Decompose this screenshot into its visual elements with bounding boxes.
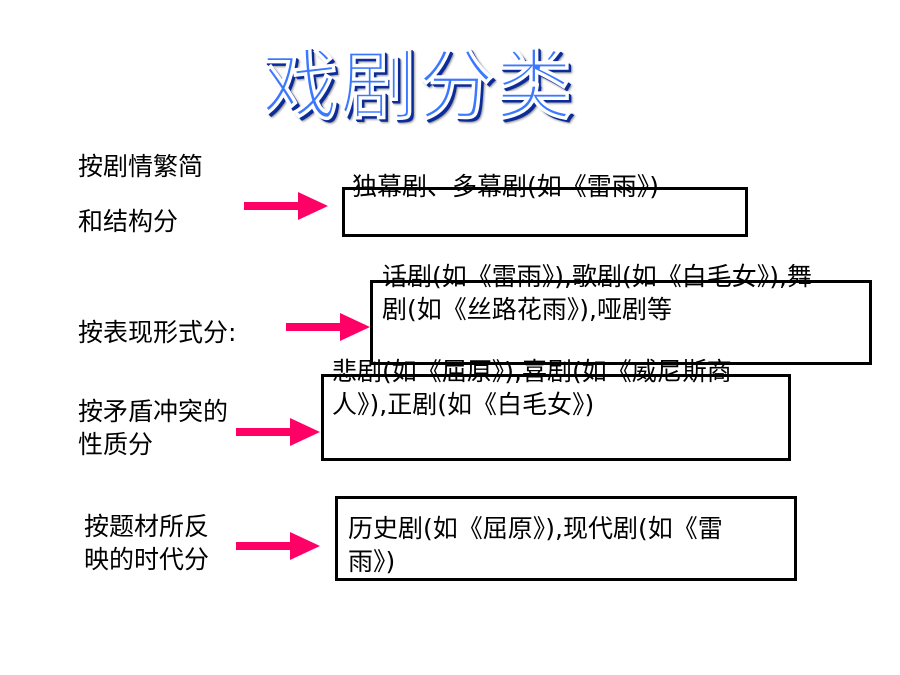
arrow-right-icon <box>236 418 320 446</box>
label-line: 按剧情繁简 <box>78 152 204 181</box>
label-line: 按表现形式分: <box>78 318 237 347</box>
content-text-era: 历史剧(如《屈原》),现代剧(如《雷雨》) <box>348 514 723 576</box>
content-box-structure <box>342 187 748 237</box>
arrow-right-icon <box>244 192 328 220</box>
arrow-right-icon <box>236 532 320 560</box>
content-text-structure: 独幕剧、多幕剧(如《雷雨》) <box>352 172 660 201</box>
label-line: 和结构分 <box>78 207 179 236</box>
content-box-era <box>335 496 797 581</box>
label-line: 映的时代分 <box>84 545 210 574</box>
content-box-form <box>370 280 872 365</box>
content-text-form: 话剧(如《雷雨》),歌剧(如《白毛女》),舞剧(如《丝路花雨》),哑剧等 <box>382 262 812 324</box>
content-box-conflict <box>321 374 791 461</box>
page-title: 戏剧分类 <box>262 41 574 130</box>
label-line: 按题材所反 <box>84 512 210 541</box>
label-line: 性质分 <box>78 430 154 459</box>
arrow-right-icon <box>286 313 370 341</box>
label-line: 按矛盾冲突的 <box>78 397 229 426</box>
content-text-conflict: 悲剧(如《屈原》),喜剧(如《威尼斯商人》),正剧(如《白毛女》) <box>332 357 732 419</box>
category-label-form: 按表现形式分: <box>78 316 236 349</box>
category-label-structure: 按剧情繁简 和结构分 <box>78 150 203 238</box>
category-label-era: 按题材所反 映的时代分 <box>84 510 209 576</box>
category-label-conflict: 按矛盾冲突的 性质分 <box>78 395 228 461</box>
